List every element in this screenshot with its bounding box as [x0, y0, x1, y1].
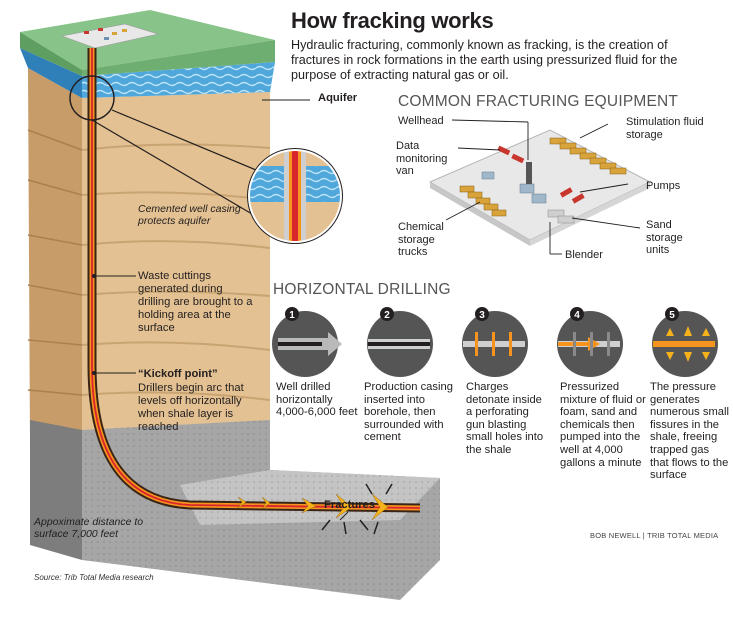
pump-trucks: [497, 145, 585, 204]
step-1-text: Well drilled horizontally 4,000-6,000 fe…: [276, 381, 358, 419]
step-4-diagram: 4: [557, 307, 623, 377]
casing-detail-magnifier: [247, 148, 343, 244]
step-5-text: The pressure generates numerous small fi…: [650, 381, 729, 482]
intro-text: Hydraulic fracturing, commonly known as …: [291, 38, 678, 82]
step-5-number: 5: [669, 310, 675, 321]
label-blender: Blender: [565, 249, 603, 261]
label-chemical: Chemical storage trucks: [398, 221, 444, 258]
label-data-van: Data monitoring van: [396, 140, 448, 177]
page-title: How fracking works: [291, 8, 494, 33]
borehole: [87, 48, 421, 513]
rock-strata: [27, 68, 271, 455]
leader-lines: [94, 99, 349, 521]
step-2-number: 2: [384, 310, 390, 321]
source-note: Source: Trib Total Media research: [34, 573, 154, 582]
drilling-steps-illustrations: 1 2 3 4 5: [272, 307, 718, 377]
casing-note: Cemented well casing protects aquifer: [138, 203, 241, 227]
step-3-diagram: 3: [462, 307, 528, 377]
cuttings-note: Waste cuttings generated during drilling…: [138, 270, 253, 334]
equipment-heading: COMMON FRACTURING EQUIPMENT: [398, 93, 679, 110]
kickoff-title: “Kickoff point”: [138, 368, 218, 380]
step-2-text: Production casing inserted into borehole…: [364, 381, 453, 444]
step-1-diagram: 1: [272, 307, 342, 377]
step-2-diagram: 2: [367, 307, 433, 377]
label-pumps: Pumps: [646, 180, 681, 192]
equipment-leaders: [445, 119, 641, 255]
sand-storage: [547, 209, 575, 224]
wellhead-icon: [526, 162, 532, 184]
credit-line: BOB NEWELL | TRIB TOTAL MEDIA: [590, 531, 719, 540]
step-3-text: Charges detonate inside a perforating gu…: [466, 381, 544, 456]
kickoff-note: Drillers begin arc that levels off horiz…: [138, 382, 244, 433]
surface-ground: [20, 10, 275, 76]
equipment-pad-illustration: [428, 119, 652, 255]
aquifer-label: Aquifer: [318, 92, 358, 104]
step-4-number: 4: [574, 310, 580, 321]
label-sand: Sand storage units: [646, 219, 683, 256]
aquifer-layer: [20, 48, 275, 98]
fracture-bursts: [237, 483, 393, 535]
step-4-text: Pressurized mixture of fluid or foam, sa…: [560, 381, 646, 469]
label-wellhead: Wellhead: [398, 115, 444, 127]
step-5-diagram: 5: [652, 307, 718, 377]
label-stimulation: Stimulation fluid storage: [626, 116, 704, 141]
chemical-trucks: [481, 171, 547, 204]
fractures-label: Fractures: [324, 499, 375, 511]
step-3-number: 3: [479, 310, 485, 321]
fluid-storage-tanks: [459, 137, 627, 217]
distance-note: Appoximate distance to surface 7,000 fee…: [34, 516, 144, 540]
horizontal-heading: HORIZONTAL DRILLING: [273, 281, 451, 298]
step-1-number: 1: [289, 310, 295, 321]
